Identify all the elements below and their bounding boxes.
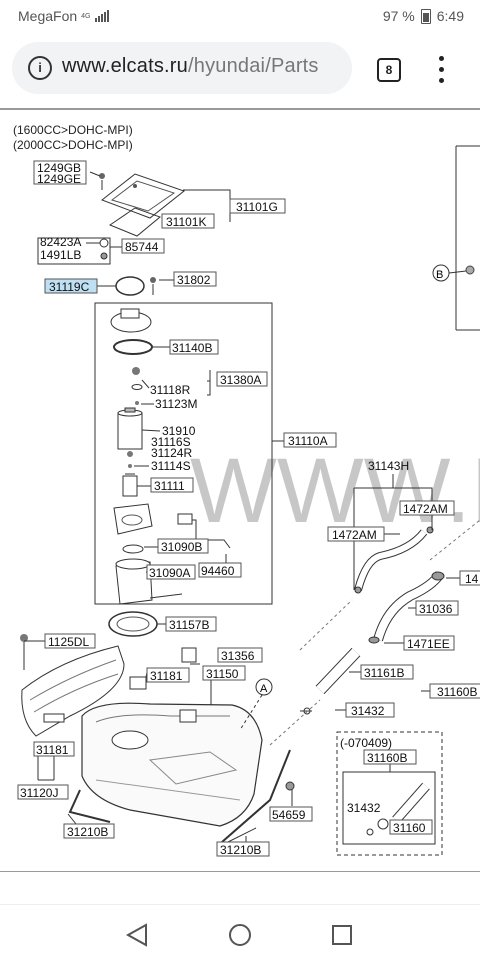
part-31090A[interactable]: 31090A bbox=[149, 566, 190, 580]
part-54659[interactable]: 54659 bbox=[272, 808, 306, 822]
clock: 6:49 bbox=[436, 8, 464, 24]
battery-percent: 97 % bbox=[382, 8, 415, 24]
nav-icons bbox=[125, 923, 352, 947]
fuel-pump-motor-icon bbox=[122, 473, 138, 497]
parts-diagram-area[interactable]: WWW.E (1600CC>DOHC-MPI) (2000CC>DOHC-MPI… bbox=[0, 108, 480, 872]
part-31157B[interactable]: 31157B bbox=[169, 618, 209, 632]
pump-assembly-frame bbox=[94, 302, 273, 605]
part-85744[interactable]: 85744 bbox=[125, 240, 159, 254]
part-1491LB[interactable]: 1491LB bbox=[40, 248, 81, 262]
vent-hose-icon bbox=[354, 529, 445, 642]
inset-filler-neck-icon bbox=[392, 782, 430, 824]
part-31036[interactable]: 31036 bbox=[419, 602, 453, 616]
address-bar[interactable]: i www.elcats.ru/hyundai/Parts bbox=[12, 42, 352, 94]
tab-switcher-button[interactable]: 8 bbox=[377, 58, 401, 82]
part-31124R[interactable]: 31124R bbox=[151, 446, 192, 460]
inset-variant-frame bbox=[336, 731, 443, 856]
ref-a-label: A bbox=[260, 683, 268, 695]
url-path: /hyundai/Parts bbox=[187, 55, 319, 77]
fuel-tank-icon bbox=[81, 676, 263, 827]
part-31161B[interactable]: 31161B bbox=[364, 666, 404, 680]
engine-line-2: (2000CC>DOHC-MPI) bbox=[13, 138, 133, 152]
part-31802[interactable]: 31802 bbox=[177, 273, 211, 287]
part-1249GB[interactable]: 1249GB bbox=[37, 161, 81, 175]
part-1472AM-lower[interactable]: 1472AM bbox=[332, 528, 377, 542]
part-94460[interactable]: 94460 bbox=[201, 564, 235, 578]
part-1471EE[interactable]: 1471EE bbox=[407, 637, 450, 651]
part-31380A[interactable]: 31380A bbox=[220, 373, 261, 387]
part-31120J[interactable]: 31120J bbox=[20, 786, 58, 800]
part-31116S[interactable]: 31116S bbox=[151, 435, 191, 449]
ref-b-label: B bbox=[436, 269, 443, 281]
system-nav-bar bbox=[0, 904, 480, 961]
part-1249GE[interactable]: 1249GE bbox=[37, 172, 81, 186]
overflow-menu-icon[interactable] bbox=[434, 56, 448, 84]
part-31910[interactable]: 31910 bbox=[162, 424, 196, 438]
part-82423A[interactable]: 82423A bbox=[40, 235, 81, 249]
part-31181-upper[interactable]: 31181 bbox=[150, 669, 183, 683]
part-31119C-highlight bbox=[44, 278, 98, 294]
part-31210B-right[interactable]: 31210B bbox=[220, 843, 261, 857]
variant-date: (-070409) bbox=[340, 736, 392, 750]
part-31432-inset[interactable]: 31432 bbox=[347, 801, 381, 815]
heat-shield-icon bbox=[21, 645, 125, 737]
home-icon[interactable] bbox=[229, 924, 251, 946]
o-ring-icon bbox=[115, 276, 145, 296]
part-31210B-left[interactable]: 31210B bbox=[67, 825, 108, 839]
part-31110A[interactable]: 31110A bbox=[288, 434, 328, 448]
part-31432-main[interactable]: 31432 bbox=[351, 704, 385, 718]
status-bar: MegaFon 4G 97 % 6:49 bbox=[0, 0, 480, 32]
part-31140B[interactable]: 31140B bbox=[172, 341, 212, 355]
part-31123M[interactable]: 31123M bbox=[155, 397, 197, 411]
part-31101K[interactable]: 31101K bbox=[166, 215, 206, 229]
part-14-truncated[interactable]: 14 bbox=[465, 572, 479, 586]
part-1472AM-upper[interactable]: 1472AM bbox=[403, 502, 448, 516]
part-31160-inset[interactable]: 31160 bbox=[393, 821, 426, 835]
part-31356[interactable]: 31356 bbox=[221, 649, 255, 663]
info-icon[interactable]: i bbox=[28, 56, 52, 80]
fuel-filter-icon bbox=[117, 407, 143, 450]
pump-holder-icon bbox=[113, 503, 153, 535]
part-31150[interactable]: 31150 bbox=[206, 667, 239, 681]
fuel-pump-cover-icon bbox=[100, 173, 186, 219]
part-31119C[interactable]: 31119C bbox=[49, 280, 90, 294]
part-31181-lower[interactable]: 31181 bbox=[36, 743, 69, 757]
part-31111[interactable]: 31111 bbox=[154, 479, 185, 493]
part-31160B-truncated[interactable]: 31160B bbox=[437, 685, 477, 699]
tank-gasket-icon bbox=[108, 611, 158, 637]
url-text[interactable]: www.elcats.ru/hyundai/Parts bbox=[62, 55, 319, 78]
part-31090B[interactable]: 31090B bbox=[161, 540, 202, 554]
adjacent-detail-frame bbox=[455, 145, 480, 331]
part-1125DL[interactable]: 1125DL bbox=[48, 635, 89, 649]
fuel-reservoir-icon bbox=[115, 558, 183, 605]
gasket-icon bbox=[108, 207, 161, 237]
part-31143H[interactable]: 31143H bbox=[368, 459, 409, 473]
part-31118R[interactable]: 31118R bbox=[150, 383, 191, 397]
battery-icon bbox=[420, 8, 431, 24]
parts-diagram: WWW.E (1600CC>DOHC-MPI) (2000CC>DOHC-MPI… bbox=[0, 108, 480, 872]
filler-neck-icon bbox=[315, 647, 361, 695]
browser-toolbar: i www.elcats.ru/hyundai/Parts 8 bbox=[0, 32, 480, 108]
back-icon[interactable] bbox=[125, 923, 147, 947]
url-host: www.elcats.ru bbox=[62, 55, 188, 77]
part-31101G[interactable]: 31101G bbox=[236, 200, 278, 214]
recents-icon[interactable] bbox=[332, 925, 352, 945]
carrier-name: MegaFon bbox=[18, 8, 78, 24]
part-31114S[interactable]: 31114S bbox=[151, 459, 191, 473]
pump-flange-icon bbox=[110, 308, 153, 355]
network-type: 4G bbox=[81, 12, 91, 20]
signal-icon bbox=[94, 10, 109, 22]
part-31160B-inset[interactable]: 31160B bbox=[367, 751, 407, 765]
engine-line-1: (1600CC>DOHC-MPI) bbox=[13, 123, 133, 137]
